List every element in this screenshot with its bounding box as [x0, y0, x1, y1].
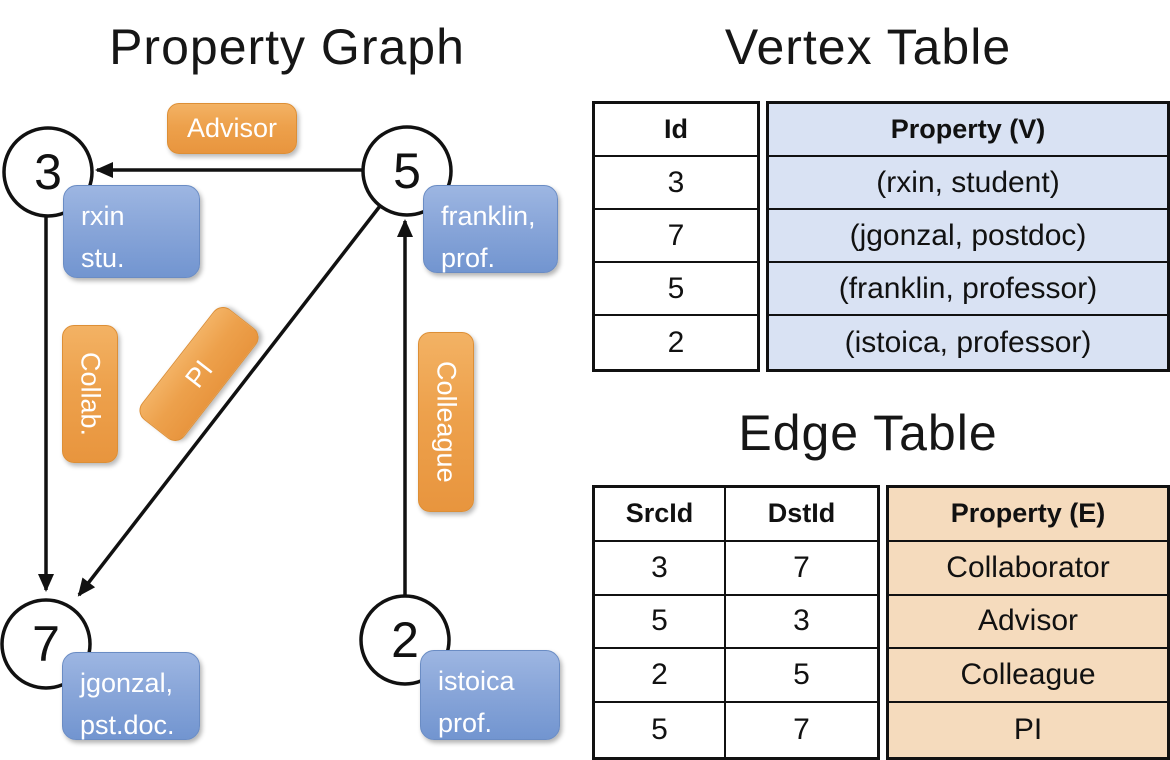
edge-label-colleague: Colleague	[418, 332, 474, 512]
edge-table-cell-srcid: 5	[595, 595, 726, 648]
edge-table-header-srcid: SrcId	[595, 488, 726, 540]
node-label-3: 3	[34, 144, 62, 200]
edge-table-cell-srcid: 3	[595, 541, 726, 594]
vertex-table-cell-property: (rxin, student)	[876, 165, 1060, 199]
vertex-table-cell-property: (jgonzal, postdoc)	[849, 218, 1087, 252]
edge-table-cell-dstid: 7	[793, 550, 810, 584]
edge-table-cell-property: Colleague	[960, 658, 1096, 692]
edge-table-cell-dstid: 7	[793, 713, 810, 747]
edge-table-cell-property: Collaborator	[946, 550, 1110, 584]
property-graph-title: Property Graph	[109, 19, 465, 75]
vertex-table-header-id: Id	[664, 114, 688, 144]
vertex-table-cell-id: 5	[667, 271, 685, 305]
edge-table-header-dstid: DstId	[767, 498, 836, 529]
edge-label-collab: Collab.	[62, 325, 118, 463]
vertex-property-line: jgonzal,	[80, 668, 174, 698]
edge-table-cell-property: Advisor	[977, 604, 1079, 638]
vertex-property-line: prof.	[441, 242, 496, 273]
vertex-table-property-column: Property (V) (rxin, student) (jgonzal, p…	[766, 101, 1170, 372]
edge-table-cell-srcid: 2	[595, 649, 726, 702]
vertex-property-box-7: jgonzal, pst.doc.	[62, 652, 200, 740]
vertex-property-line: prof.	[438, 707, 493, 738]
vertex-property-line: istoica	[438, 666, 515, 696]
vertex-table-cell-id: 3	[667, 165, 685, 199]
vertex-table-title: Vertex Table	[724, 19, 1012, 75]
edge-table-cell-dstid: 3	[793, 604, 810, 638]
vertex-property-line: stu.	[81, 242, 125, 273]
vertex-table-cell-id: 7	[667, 218, 685, 252]
vertex-table-header-property: Property (V)	[890, 114, 1046, 144]
node-label-7: 7	[32, 616, 60, 672]
edge-table-cell-dstid: 5	[793, 658, 810, 692]
vertex-table-id-column: Id 3 7 5 2	[592, 101, 760, 372]
vertex-property-line: franklin,	[441, 201, 536, 231]
edge-table-header-property: Property (E)	[950, 498, 1106, 529]
vertex-property-line: pst.doc.	[80, 709, 175, 740]
edge-table-cell-srcid: 5	[595, 703, 726, 757]
node-label-2: 2	[391, 612, 419, 668]
vertex-property-box-3: rxin stu.	[63, 185, 200, 278]
vertex-table-cell-property: (franklin, professor)	[838, 271, 1098, 305]
edge-label-advisor: Advisor	[167, 103, 297, 154]
vertex-table-cell-property: (istoica, professor)	[844, 325, 1092, 359]
vertex-property-box-5: franklin, prof.	[423, 185, 558, 273]
vertex-property-line: rxin	[81, 201, 125, 231]
edge-table-cell-property: PI	[1013, 713, 1043, 747]
node-label-5: 5	[393, 143, 421, 199]
vertex-property-box-2: istoica prof.	[420, 650, 560, 740]
edge-table-property-column: Property (E) Collaborator Advisor Collea…	[886, 485, 1170, 760]
edge-table-title: Edge Table	[738, 405, 998, 461]
edge-pi-arrow	[77, 204, 382, 597]
vertex-table-cell-id: 2	[667, 325, 685, 359]
edge-table-id-columns: SrcId DstId 3 7 5 3 2 5 5 7	[592, 485, 880, 760]
